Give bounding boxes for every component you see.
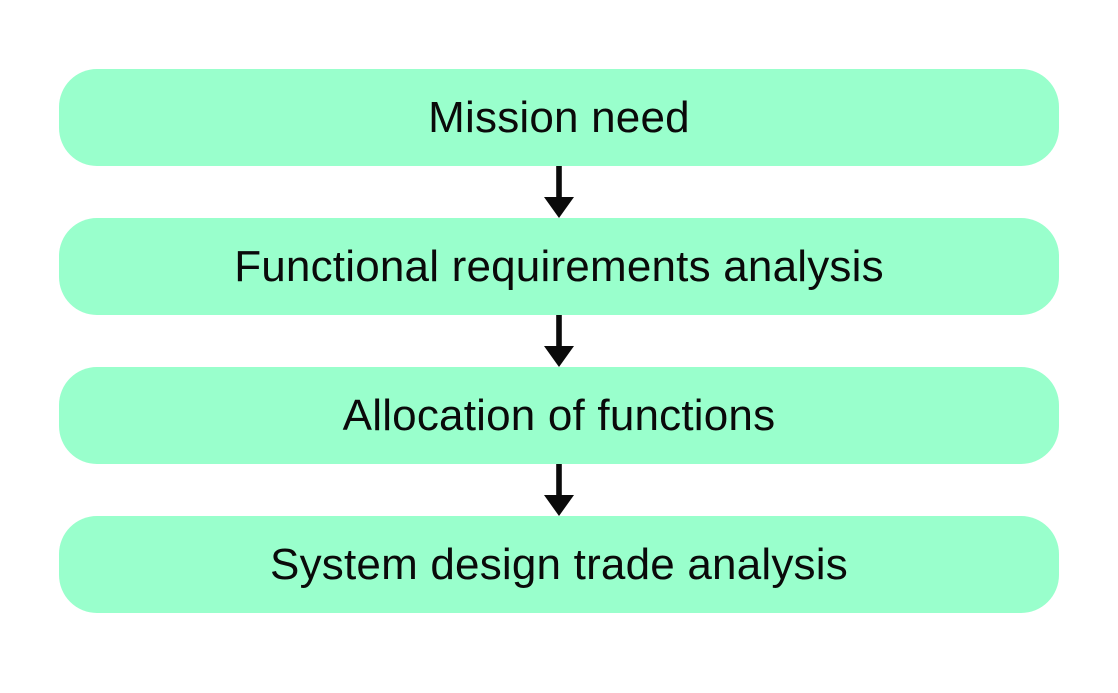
flow-step-allocation-of-functions: Allocation of functions bbox=[59, 367, 1059, 464]
flow-step-functional-requirements-analysis: Functional requirements analysis bbox=[59, 218, 1059, 315]
flow-step-label: System design trade analysis bbox=[270, 539, 848, 589]
down-arrow-icon bbox=[59, 464, 1059, 516]
flow-step-label: Functional requirements analysis bbox=[234, 241, 884, 291]
flow-step-label: Mission need bbox=[428, 92, 690, 142]
flow-step-mission-need: Mission need bbox=[59, 69, 1059, 166]
flow-step-system-design-trade-analysis: System design trade analysis bbox=[59, 516, 1059, 613]
down-arrow-icon bbox=[59, 166, 1059, 218]
down-arrow-icon bbox=[59, 315, 1059, 367]
flowchart: Mission need Functional requirements ana… bbox=[59, 0, 1059, 613]
flow-step-label: Allocation of functions bbox=[342, 390, 776, 440]
